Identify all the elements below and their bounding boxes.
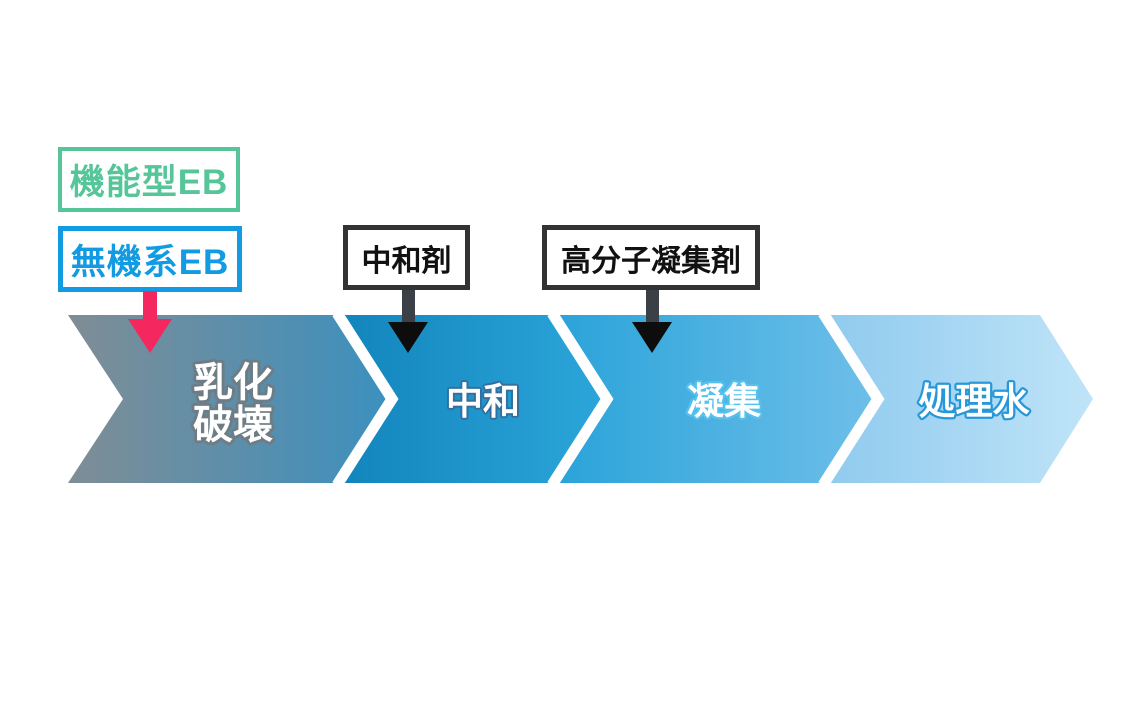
- step-label-treated-water: 処理水: [919, 381, 1031, 422]
- step-label-neutralization: 中和: [446, 381, 520, 422]
- flocculant-box: 高分子凝集剤: [542, 225, 760, 290]
- inorganic-feed-arrow-stem: [143, 291, 157, 321]
- neutralizer-feed-arrow-stem: [402, 289, 415, 324]
- step-label-emulsion-line1: 乳化: [193, 361, 273, 405]
- neutralizer-feed-arrow-icon: [388, 322, 428, 353]
- separator-3: [818, 310, 885, 488]
- inorganic-eb-label: 無機系EB: [70, 242, 230, 282]
- step-treated-water-shape: [823, 315, 1093, 483]
- neutralizer-box: 中和剤: [343, 225, 470, 290]
- step-emulsion-breaking-shape: [68, 315, 392, 483]
- flocculant-label: 高分子凝集剤: [561, 244, 741, 278]
- step-label-emulsion-line2: 破壊: [193, 403, 273, 447]
- flocculant-feed-arrow-icon: [632, 322, 672, 353]
- inorganic-eb-box: 無機系EB: [58, 226, 242, 292]
- step-label-coagulation: 凝集: [687, 381, 761, 422]
- step-coagulation-shape: [552, 315, 878, 483]
- separator-1: [332, 310, 399, 488]
- neutralizer-label: 中和剤: [361, 244, 452, 278]
- flocculant-feed-arrow-stem: [646, 289, 659, 324]
- separator-2: [547, 310, 614, 488]
- inorganic-feed-arrow-icon: [128, 319, 172, 353]
- functional-eb-label: 機能型EB: [69, 163, 229, 202]
- functional-eb-box: 機能型EB: [58, 147, 240, 212]
- step-neutralization-shape: [337, 315, 607, 483]
